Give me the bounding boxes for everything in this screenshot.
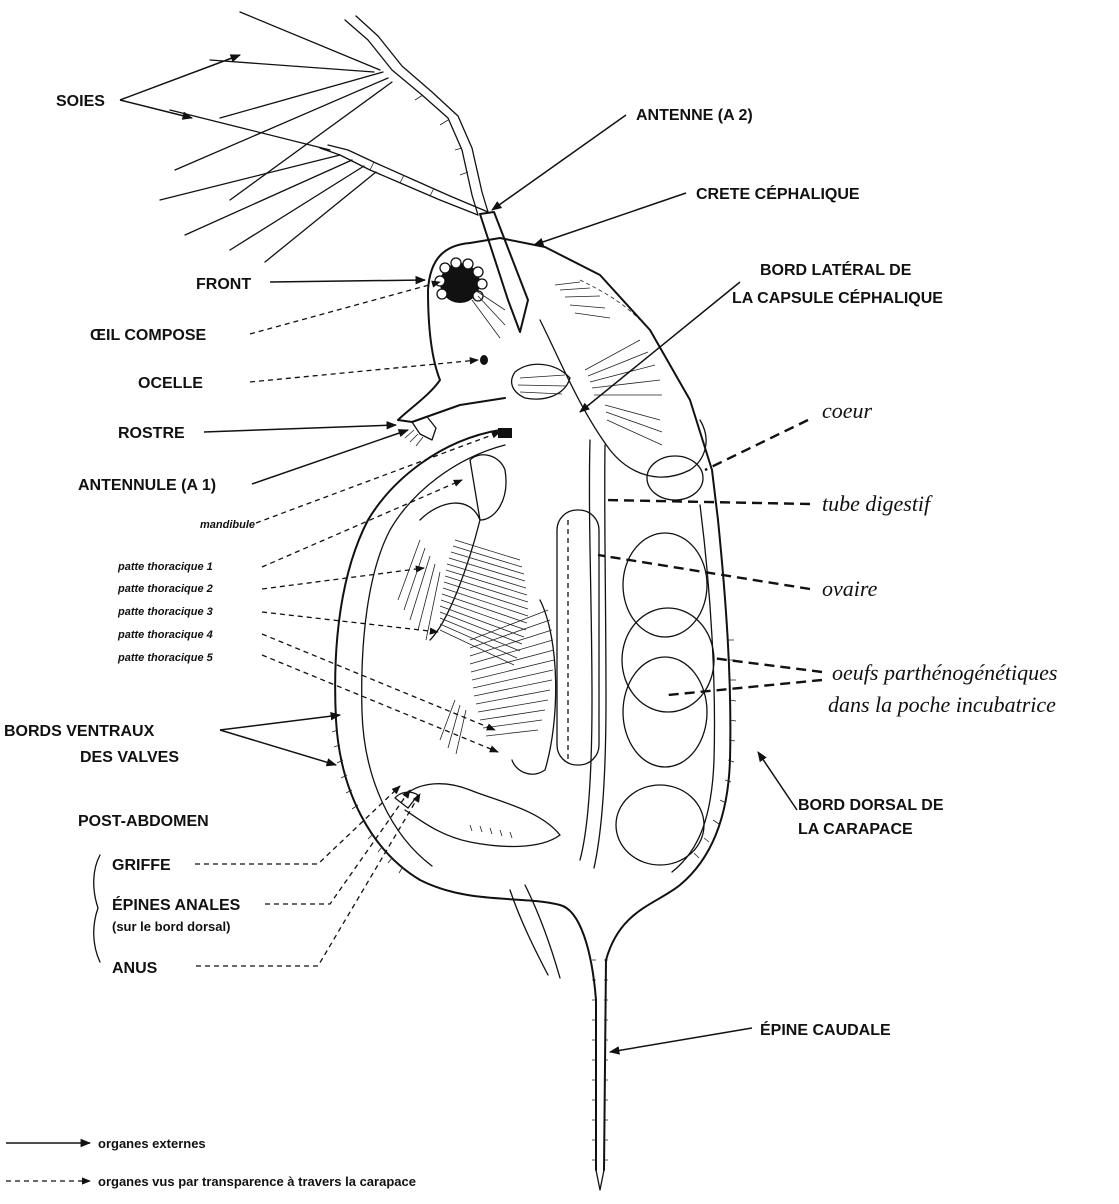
label-oeufs-2: dans la poche incubatrice: [828, 692, 1056, 717]
digestive-tube-body-2: [594, 445, 606, 868]
caudal-spine-tip: [596, 1170, 604, 1190]
label-coeur: coeur: [822, 398, 873, 423]
thoracic-limbs: [398, 455, 556, 774]
label-tube: tube digestif: [822, 491, 933, 516]
digestive-tube-body: [580, 440, 592, 860]
legend-dashed-text: organes vus par transparence à travers l…: [98, 1174, 416, 1189]
eggs: [616, 533, 714, 865]
antenna-shaft: [480, 212, 528, 332]
label-rostre: ROSTRE: [118, 425, 185, 442]
antenna-setae: [160, 12, 488, 262]
legend: organes externes organes vus par transpa…: [6, 1136, 416, 1189]
label-patte-1: patte thoracique 1: [117, 561, 213, 573]
label-crete: CRETE CÉPHALIQUE: [696, 184, 860, 203]
label-patte-3: patte thoracique 3: [117, 606, 213, 618]
label-bord-lateral-1: BORD LATÉRAL DE: [760, 260, 912, 279]
head-muscle-fans: [555, 280, 662, 445]
label-patte-4: patte thoracique 4: [117, 629, 213, 641]
ocelle-dot: [480, 355, 488, 365]
brood-pouch-edge: [672, 505, 714, 872]
label-patte-2: patte thoracique 2: [117, 583, 213, 595]
label-soies: SOIES: [56, 93, 105, 110]
label-epine-caudale: ÉPINE CAUDALE: [760, 1020, 891, 1039]
compound-eye: [435, 258, 505, 338]
label-oeufs-1: oeufs parthénogénétiques: [832, 660, 1057, 685]
label-epines-sub: (sur le bord dorsal): [112, 919, 230, 934]
label-bord-dorsal-2: LA CARAPACE: [798, 821, 913, 838]
post-abdomen-shape: [395, 784, 560, 847]
daphnia-illustration: [160, 12, 736, 1190]
label-ocelle: OCELLE: [138, 375, 203, 392]
label-epines-anales: ÉPINES ANALES: [112, 895, 241, 914]
label-post-abdomen: POST-ABDOMEN: [78, 813, 209, 830]
heart-shape: [647, 456, 703, 500]
head-dorsal-outline: [470, 238, 718, 520]
label-antennule: ANTENNULE (A 1): [78, 477, 216, 494]
label-bord-lateral-2: LA CAPSULE CÉPHALIQUE: [732, 288, 943, 307]
label-oeil: ŒIL COMPOSE: [90, 327, 206, 344]
label-bords-ventraux-1: BORDS VENTRAUX: [4, 723, 155, 740]
digestive-tube-upper: [540, 320, 706, 477]
legend-solid-text: organes externes: [98, 1136, 206, 1151]
carapace-inner-edge: [362, 445, 505, 866]
label-mandibule: mandibule: [200, 519, 255, 531]
ovary-shape: [557, 510, 599, 765]
label-antenne: ANTENNE (A 2): [636, 107, 753, 124]
label-anus: ANUS: [112, 960, 158, 977]
label-ovaire: ovaire: [822, 576, 878, 601]
post-abdomen-brace: [94, 855, 100, 962]
label-bord-dorsal-1: BORD DORSAL DE: [798, 797, 944, 814]
label-griffe: GRIFFE: [112, 857, 171, 874]
label-bords-ventraux-2: DES VALVES: [80, 749, 179, 766]
label-patte-5: patte thoracique 5: [117, 652, 214, 664]
label-front: FRONT: [196, 276, 251, 293]
